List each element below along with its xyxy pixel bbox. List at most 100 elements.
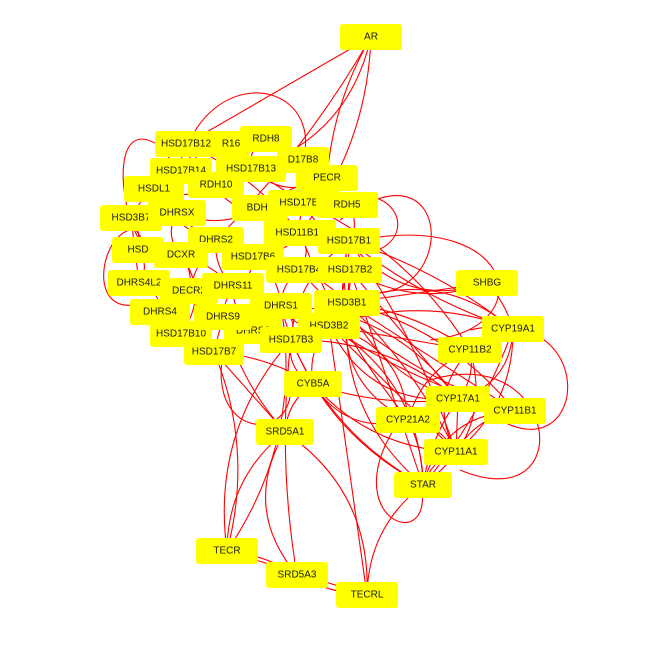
node-label-d17b8: D17B8 — [288, 155, 319, 166]
node-label-pecr: PECR — [313, 173, 341, 184]
node-box-tecrl[interactable] — [336, 582, 398, 608]
node-star[interactable]: STAR — [394, 472, 452, 498]
node-box-hsd17b7[interactable] — [184, 339, 244, 365]
node-label-decr2: DECR2 — [172, 286, 206, 297]
node-label-dhrs9: DHRS9 — [206, 312, 240, 323]
edge-srd5a1-srd5a3 — [265, 431, 298, 576]
node-cyp17a1[interactable]: CYP17A1 — [426, 386, 490, 412]
node-label-dhrs4l2: DHRS4L2 — [116, 278, 161, 289]
node-label-r16: R16 — [222, 139, 241, 150]
node-box-dhrs9[interactable] — [194, 304, 252, 330]
node-box-ar[interactable] — [340, 24, 402, 50]
node-box-hsdl1[interactable] — [124, 176, 184, 202]
node-label-srd5a1: SRD5A1 — [266, 427, 305, 438]
node-box-pecr[interactable] — [296, 165, 358, 191]
node-dhrs11[interactable]: DHRS11 — [202, 273, 264, 299]
node-pecr[interactable]: PECR — [296, 165, 358, 191]
edge-loop-1 — [189, 92, 307, 171]
node-hsd3b7[interactable]: HSD3B7 — [100, 205, 162, 231]
node-rdh10[interactable]: RDH10 — [188, 172, 244, 198]
node-box-dhrsx[interactable] — [148, 200, 206, 226]
node-tecrl[interactable]: TECRL — [336, 582, 398, 608]
edge-cyp11a1-hsd3b1 — [346, 302, 457, 453]
node-box-shbg[interactable] — [456, 270, 518, 296]
node-box-cyp17a1[interactable] — [426, 386, 490, 412]
node-box-tecr[interactable] — [196, 538, 258, 564]
node-label-dcxr: DCXR — [167, 250, 195, 261]
node-box-rdh5[interactable] — [316, 192, 378, 218]
edge-star-hsd3b2 — [328, 325, 424, 486]
node-box-dhrs1[interactable] — [250, 293, 312, 319]
node-dcxr[interactable]: DCXR — [154, 242, 208, 268]
node-hsd3b1[interactable]: HSD3B1 — [314, 290, 380, 316]
node-hsd17b12[interactable]: HSD17B12 — [155, 131, 217, 157]
node-box-dhrs4l2[interactable] — [108, 270, 170, 296]
node-box-srd5a1[interactable] — [256, 419, 314, 445]
node-cyp19a1[interactable]: CYP19A1 — [482, 316, 544, 342]
node-label-dhrsx: DHRSX — [159, 208, 194, 219]
node-box-hsd17b1[interactable] — [318, 228, 380, 254]
node-box-cyp11a1[interactable] — [424, 439, 488, 465]
node-box-cyp21a2[interactable] — [376, 407, 440, 433]
node-label-dhrs2: DHRS2 — [199, 235, 233, 246]
node-label-rdh5: RDH5 — [333, 200, 361, 211]
node-hsdl1[interactable]: HSDL1 — [124, 176, 184, 202]
node-label-hsd11b1l: HSD11B1L — [275, 228, 325, 239]
node-box-cyp11b2[interactable] — [438, 337, 502, 363]
node-label-cyp17a1: CYP17A1 — [436, 394, 480, 405]
node-hsd[interactable]: HSD — [112, 237, 164, 263]
node-label-hsd17b12: HSD17B12 — [161, 139, 211, 150]
node-box-dhrs4[interactable] — [130, 299, 190, 325]
node-hsd17b3[interactable]: HSD17B3 — [260, 327, 322, 353]
node-label-srd5a3: SRD5A3 — [278, 570, 317, 581]
node-hsd17b2[interactable]: HSD17B2 — [318, 257, 382, 283]
node-label-hsd3b7: HSD3B7 — [112, 213, 151, 224]
node-box-dcxr[interactable] — [154, 242, 208, 268]
node-label-cyb5a: CYB5A — [297, 379, 330, 390]
node-hsd17b7[interactable]: HSD17B7 — [184, 339, 244, 365]
node-box-cyp11b1[interactable] — [484, 398, 546, 424]
node-cyb5a[interactable]: CYB5A — [284, 371, 342, 397]
node-dhrsx[interactable]: DHRSX — [148, 200, 206, 226]
node-box-srd5a3[interactable] — [266, 562, 328, 588]
node-rdh5[interactable]: RDH5 — [316, 192, 378, 218]
node-label-cyp21a2: CYP21A2 — [386, 415, 430, 426]
node-label-hsd17b10: HSD17B10 — [156, 329, 206, 340]
node-cyp11b1[interactable]: CYP11B1 — [484, 398, 546, 424]
node-rdh8[interactable]: RDH8 — [240, 126, 292, 152]
node-ar[interactable]: AR — [340, 24, 402, 50]
node-box-hsd17b12[interactable] — [155, 131, 217, 157]
node-cyp21a2[interactable]: CYP21A2 — [376, 407, 440, 433]
node-box-star[interactable] — [394, 472, 452, 498]
edge-cyp11b1-hsd3b1 — [346, 302, 516, 412]
node-box-hsd[interactable] — [112, 237, 164, 263]
node-box-dhrs11[interactable] — [202, 273, 264, 299]
edge-loop-7 — [103, 228, 151, 306]
node-label-hsd17b11: HSD17B11 — [279, 198, 329, 209]
node-box-rdh8[interactable] — [240, 126, 292, 152]
node-box-hsd3b1[interactable] — [314, 290, 380, 316]
node-dhrs9[interactable]: DHRS9 — [194, 304, 252, 330]
edge-tecrl-hsd3b2 — [328, 325, 368, 596]
node-dhrs1[interactable]: DHRS1 — [250, 293, 312, 319]
node-box-hsd3b7[interactable] — [100, 205, 162, 231]
node-box-hsd17b3[interactable] — [260, 327, 322, 353]
node-hsd17b1[interactable]: HSD17B1 — [318, 228, 380, 254]
node-label-hsd17b13: HSD17B13 — [226, 164, 276, 175]
node-tecr[interactable]: TECR — [196, 538, 258, 564]
node-dhrs4l2[interactable]: DHRS4L2 — [108, 270, 170, 296]
node-box-rdh10[interactable] — [188, 172, 244, 198]
node-srd5a3[interactable]: SRD5A3 — [266, 562, 328, 588]
node-cyp11b2[interactable]: CYP11B2 — [438, 337, 502, 363]
node-dhrs4[interactable]: DHRS4 — [130, 299, 190, 325]
node-hsd17b4[interactable]: HSD17B4 — [266, 257, 332, 283]
node-box-hsd17b4[interactable] — [266, 257, 332, 283]
node-box-cyp19a1[interactable] — [482, 316, 544, 342]
node-srd5a1[interactable]: SRD5A1 — [256, 419, 314, 445]
node-cyp11a1[interactable]: CYP11A1 — [424, 439, 488, 465]
node-box-hsd17b2[interactable] — [318, 257, 382, 283]
node-label-ar: AR — [364, 32, 378, 43]
node-box-cyb5a[interactable] — [284, 371, 342, 397]
node-shbg[interactable]: SHBG — [456, 270, 518, 296]
